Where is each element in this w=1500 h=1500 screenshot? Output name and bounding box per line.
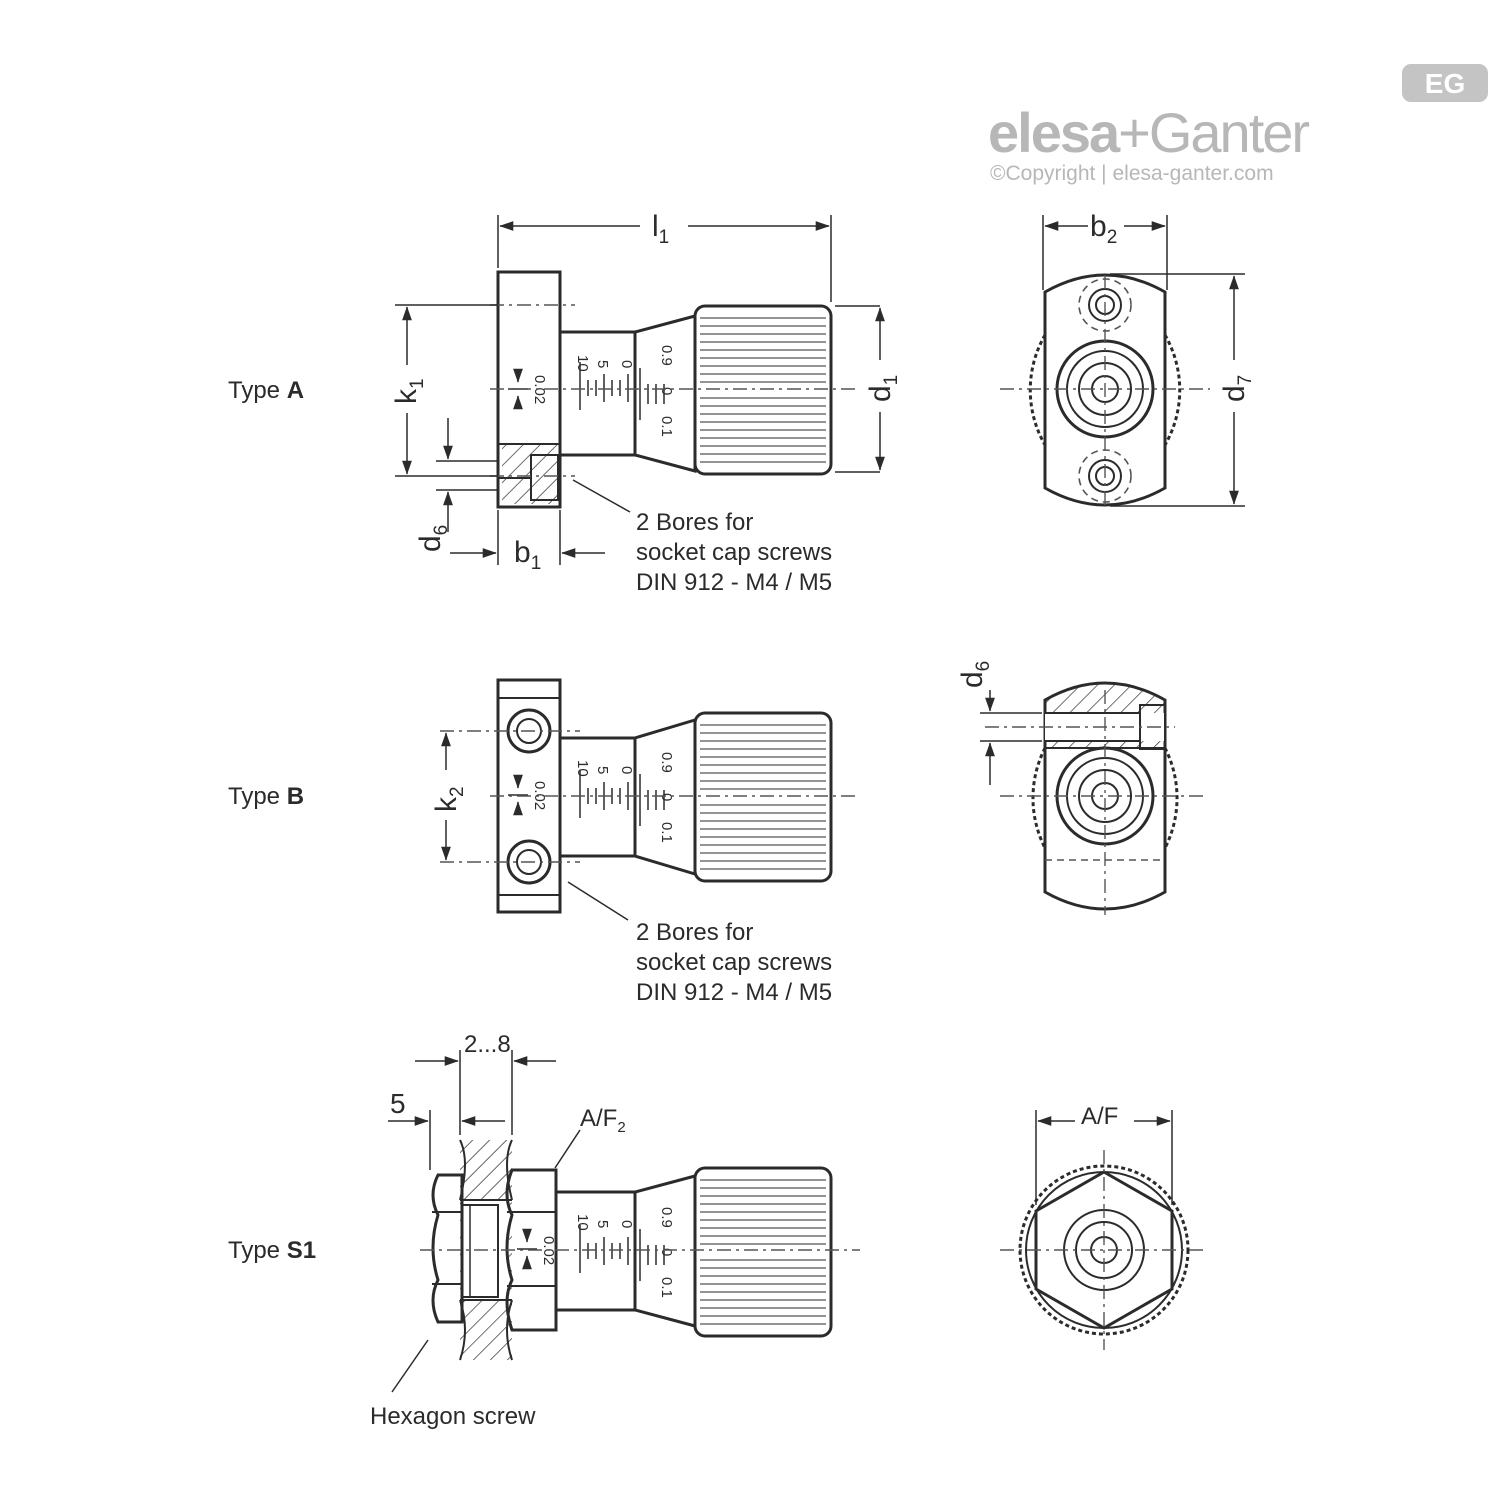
logo: EG elesa+Ganter ©Copyright | elesa-gante…: [988, 64, 1488, 185]
dim-d1: d1: [864, 375, 902, 402]
dim-af: A/F: [1081, 1103, 1118, 1130]
type-s1-knurl: [700, 1179, 826, 1325]
dim-k1: k1: [390, 378, 428, 404]
type-b-knob: [693, 711, 833, 883]
type-s1-label: Type S1: [228, 1237, 316, 1264]
type-a-end-view: b2 d7: [1000, 210, 1256, 507]
logo-brand-elesa: elesa: [988, 101, 1121, 164]
type-b-knurl: [700, 724, 826, 870]
logo-badge-frame: [1402, 64, 1488, 102]
dim-5: 5: [390, 1088, 406, 1119]
type-s1-shank: [556, 1190, 637, 1312]
dim-2-8: 2...8: [464, 1031, 511, 1058]
logo-brand-plus: +: [1118, 101, 1149, 164]
dim-k2: k2: [430, 786, 468, 812]
svg-text:10: 10: [574, 1214, 591, 1231]
dim-d7: d7: [1218, 375, 1256, 402]
svg-text:10: 10: [574, 760, 591, 777]
svg-text:0: 0: [618, 1220, 635, 1228]
type-b-bores-note-line2: socket cap screws: [636, 949, 832, 976]
svg-text:0: 0: [658, 793, 675, 801]
type-a-bores-note-line2: socket cap screws: [636, 539, 832, 566]
type-s1-end-knob: [1018, 1164, 1190, 1336]
dim-b2: b2: [1090, 210, 1117, 248]
type-b-bores-note-line3: DIN 912 - M4 / M5: [636, 979, 832, 1006]
scale-label-10: 10: [574, 355, 591, 372]
scale-label-0.02: 0.02: [531, 375, 548, 404]
type-s1-knob: [693, 1166, 833, 1338]
type-b-side-view: 10 5 0 0.9 0 0.1 0.02 k2 2 Bores for soc…: [430, 678, 860, 1006]
svg-text:0: 0: [618, 766, 635, 774]
type-s1-scale-labels: 10 5 0 0.9 0 0.1 0.02: [540, 1207, 675, 1298]
type-s1-end-view: A/F: [1000, 1103, 1205, 1350]
logo-copyright: ©Copyright | elesa-ganter.com: [990, 162, 1274, 185]
dim-d6-type-b: d6: [956, 661, 994, 688]
type-s1-hexagon-screw: [431, 1173, 464, 1324]
svg-text:0.1: 0.1: [658, 1277, 675, 1298]
scale-label-0: 0: [618, 360, 635, 368]
type-a-end-flange: [1043, 273, 1167, 507]
type-a-label: Type A: [228, 377, 304, 404]
scale-label-5: 5: [594, 360, 611, 368]
type-b-scale-labels: 10 5 0 0.9 0 0.1 0.02: [531, 752, 675, 843]
logo-badge: EG: [1425, 68, 1465, 99]
svg-text:5: 5: [594, 1220, 611, 1228]
dim-d6-type-a: d6: [414, 525, 452, 552]
type-a-shank: [560, 330, 637, 457]
type-a-knob: [693, 304, 833, 476]
type-a-bores-note-line1: 2 Bores for: [636, 509, 753, 536]
svg-text:5: 5: [594, 766, 611, 774]
type-b-label: Type B: [228, 783, 304, 810]
svg-text:0: 0: [658, 1248, 675, 1256]
type-a-end-knob-arc-left: [1028, 334, 1047, 446]
svg-text:0.9: 0.9: [658, 752, 675, 773]
type-a-bores-note-line3: DIN 912 - M4 / M5: [636, 569, 832, 596]
hexagon-screw-note: Hexagon screw: [370, 1403, 536, 1430]
type-a-scale-labels: 10 5 0 0.9 0 0.1 0.02: [531, 345, 675, 437]
type-a-knurl: [700, 317, 826, 463]
type-b-bores-note-line1: 2 Bores for: [636, 919, 753, 946]
svg-text:0.1: 0.1: [658, 822, 675, 843]
type-s1-end-hexagon: [1034, 1170, 1174, 1330]
scale-label-0.1: 0.1: [658, 416, 675, 437]
logo-brand-ganter: Ganter: [1149, 101, 1310, 164]
dim-af2: A/F2: [580, 1105, 626, 1136]
type-b-shank: [560, 736, 637, 858]
type-b-end-view: d6: [956, 661, 1205, 915]
type-s1-scale-ticks: [579, 1225, 665, 1281]
svg-text:0.02: 0.02: [531, 781, 548, 810]
type-a-side-view: 10 5 0 0.9 0 0.1 0.02 l1 k1 d6: [390, 210, 902, 596]
dim-b1: b1: [514, 536, 541, 574]
scale-label-0.9: 0.9: [658, 345, 675, 366]
svg-text:0.9: 0.9: [658, 1207, 675, 1228]
svg-text:elesa+Ganter: elesa+Ganter: [988, 101, 1309, 164]
scale-label-0-thimble: 0: [658, 387, 675, 395]
type-s1-nut: [505, 1168, 558, 1332]
dim-l1: l1: [652, 210, 669, 248]
type-b-scale-ticks: [579, 770, 665, 826]
type-a-scale-ticks: [579, 362, 665, 420]
type-s1-side-view: 10 5 0 0.9 0 0.1 0.02 2...8 5 A/F2 Hexag…: [370, 1031, 860, 1430]
